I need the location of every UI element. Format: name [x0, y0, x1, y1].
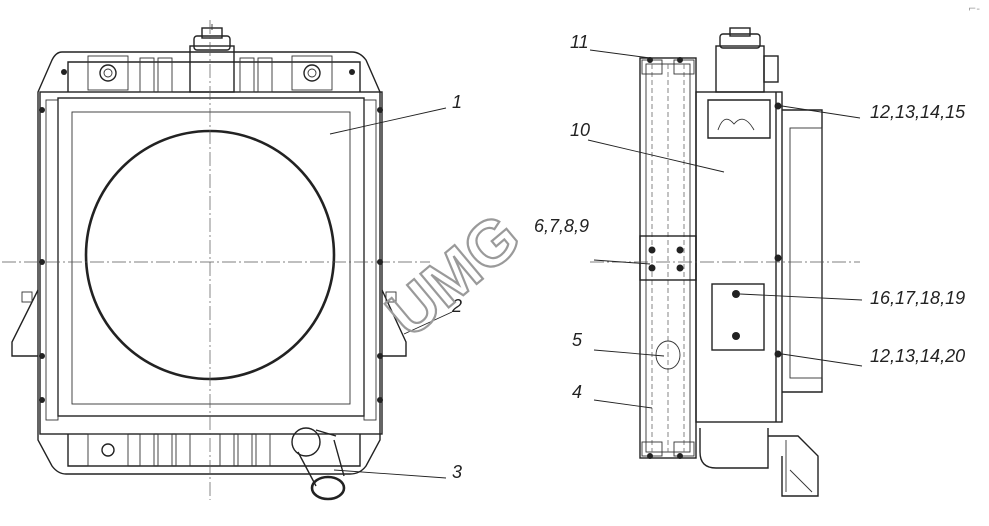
front-view	[2, 20, 430, 501]
corner-mark: ⌐-	[968, 4, 980, 15]
fan-shroud-side	[695, 91, 823, 423]
callout-16-17-18-19: 16,17,18,19	[870, 288, 965, 308]
top-tank	[67, 55, 361, 93]
frame-bolts	[39, 69, 383, 403]
callout-1: 1	[452, 92, 462, 112]
callout-4: 4	[572, 382, 582, 402]
callout-2: 2	[451, 296, 462, 316]
filler-cap	[189, 24, 235, 93]
callout-5: 5	[572, 330, 583, 350]
callout-12-13-14-20: 12,13,14,20	[870, 346, 965, 366]
callout-12-13-14-15: 12,13,14,15	[870, 102, 966, 122]
core-column	[639, 57, 697, 459]
watermark-umg: UMG	[373, 200, 534, 351]
mounting-brackets	[11, 289, 407, 357]
callout-6-7-8-9: 6,7,8,9	[534, 216, 589, 236]
lower-outlet	[699, 428, 819, 497]
callout-11: 11	[570, 32, 589, 52]
bottom-tank	[67, 433, 361, 467]
callout-10: 10	[570, 120, 590, 140]
callout-3: 3	[452, 462, 462, 482]
filler-neck-side	[707, 27, 782, 358]
callout-labels: 1 2 3 11 10 6,7,8,9 5 4 12,13,14,15 16,1…	[451, 32, 966, 482]
mounting-plate	[711, 283, 765, 351]
side-view	[590, 27, 860, 497]
outlet-pipe	[291, 427, 346, 501]
leader-lines	[329, 49, 863, 479]
